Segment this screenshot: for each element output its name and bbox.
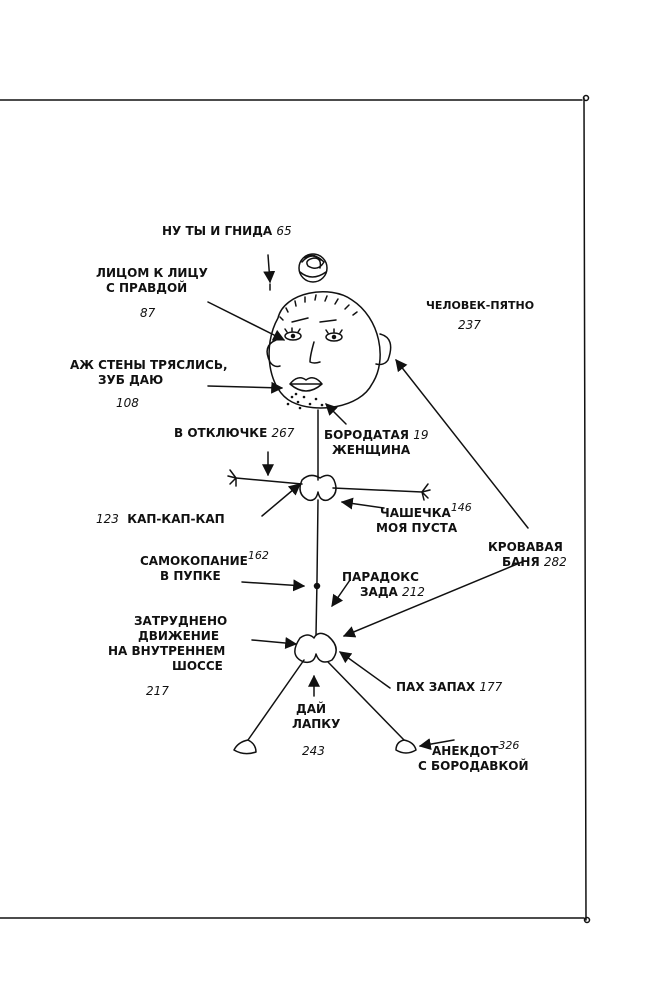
navel — [313, 582, 321, 590]
arms — [235, 477, 423, 493]
label-samokop: САМОКОПАНИЕ162 В ПУПКЕ — [140, 549, 269, 583]
label-zatrud: ЗАТРУДНЕНО ДВИЖЕНИЕ НА ВНУТРЕННЕМ ШОССЕ — [108, 614, 228, 673]
label-litsom: ЛИЦОМ К ЛИЦУ С ПРАВДОЙ — [96, 266, 208, 295]
ear-right — [375, 333, 392, 366]
hair-bun — [298, 253, 328, 283]
page-lapku: 243 — [302, 744, 325, 758]
eye-right — [325, 332, 343, 342]
label-boroda: БОРОДАТАЯ 19 ЖЕНЩИНА — [324, 428, 429, 457]
label-nu-ty: НУ ТЫ И ГНИДА 65 — [162, 224, 292, 238]
foot-left — [233, 739, 257, 755]
pointer-arrows — [207, 254, 529, 751]
pelvis — [294, 632, 337, 664]
label-lapku: ДАЙ ЛАПКУ — [292, 702, 341, 731]
legs — [247, 659, 405, 741]
label-otkl: В ОТКЛЮЧКЕ 267 — [174, 426, 295, 440]
label-kap: 123 КАП-КАП-КАП — [96, 512, 225, 526]
label-pah: ПАХ ЗАПАХ 177 — [396, 680, 503, 694]
label-anekdot: АНЕКДОТ326 С БОРОДАВКОЙ — [418, 739, 529, 773]
label-krov: КРОВАВАЯ БАНЯ 282 — [488, 540, 567, 569]
label-chelovek: ЧЕЛОВЕК-ПЯТНО — [426, 299, 535, 312]
page-azh: 108 — [116, 396, 139, 410]
page-chelovek: 237 — [458, 318, 481, 332]
page-litsom: 87 — [140, 306, 156, 320]
ear-left — [266, 339, 281, 368]
eyelashes — [284, 327, 343, 334]
hand-right — [421, 483, 431, 501]
frame-corner-top — [582, 94, 590, 102]
label-paradoks: ПАРАДОКС ЗАДА 212 — [342, 570, 425, 599]
hand-left — [227, 469, 237, 487]
spine — [315, 409, 319, 636]
beard-stubble — [286, 392, 324, 410]
arrow-boroda — [325, 403, 347, 425]
nose — [309, 341, 321, 364]
label-chashka: ЧАШЕЧКА146 МОЯ ПУСТА — [376, 501, 472, 535]
head — [268, 291, 381, 409]
page-frame — [0, 97, 587, 921]
hair-strokes — [279, 294, 358, 323]
chest — [299, 474, 337, 502]
lips — [289, 377, 323, 392]
label-azh: АЖ СТЕНЫ ТРЯСЛИСЬ, ЗУБ ДАЮ — [70, 358, 228, 387]
frame-corner-bottom — [583, 916, 591, 924]
page-zatrud: 217 — [146, 684, 169, 698]
foot-right — [395, 739, 417, 754]
